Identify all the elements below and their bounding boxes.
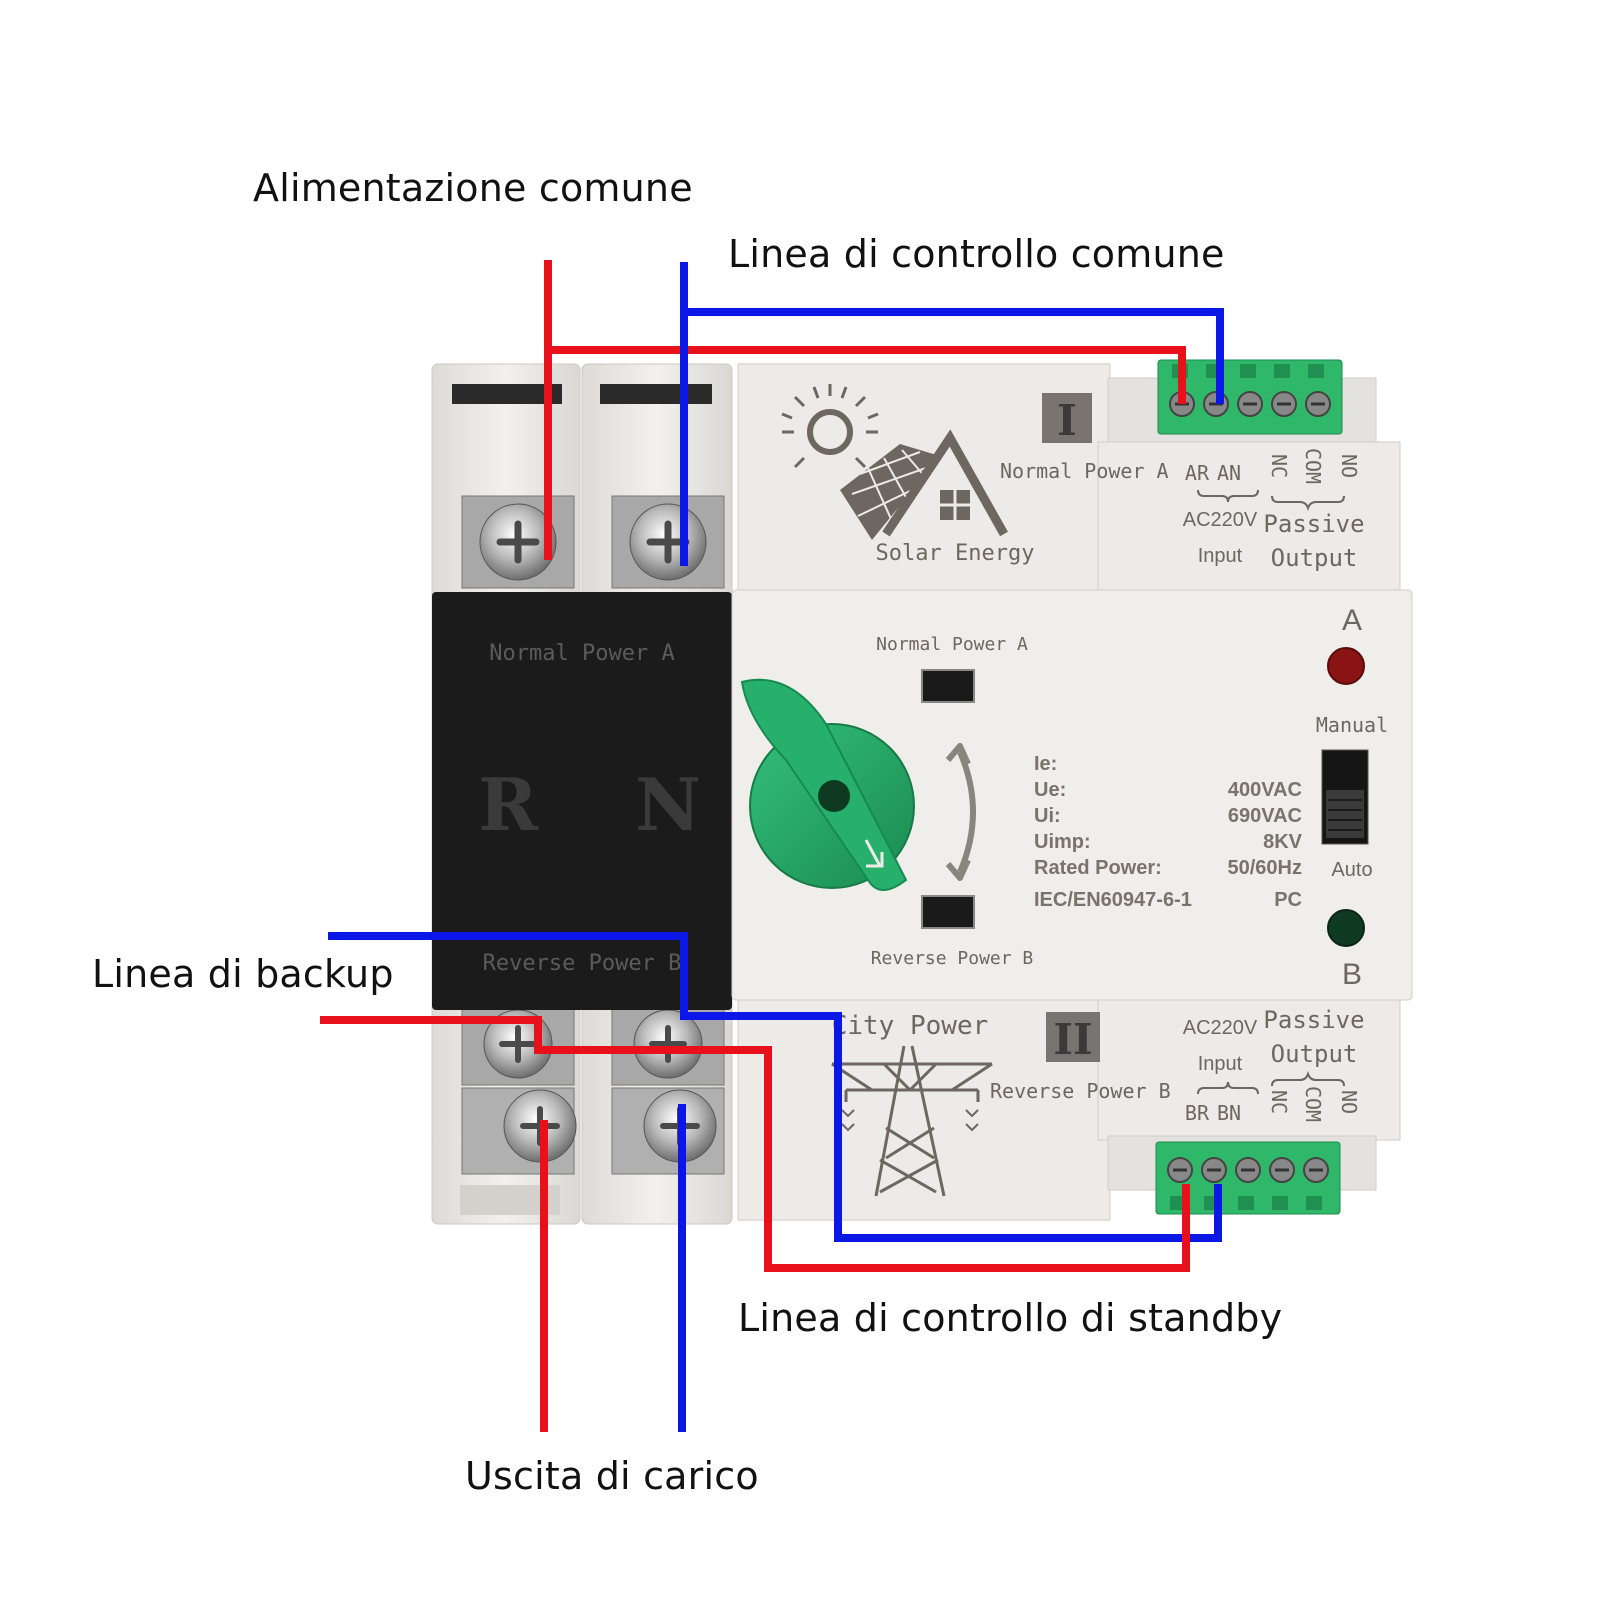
rotary-knob-icon[interactable]: [740, 678, 915, 891]
status-window-a: [921, 669, 975, 703]
pole-n-label: N: [635, 762, 701, 847]
solar-energy-label: Solar Energy: [876, 541, 1035, 566]
window-b-label: Reverse Power B: [871, 948, 1034, 969]
screw-icon: [611, 495, 725, 589]
spec-value: 50/60Hz: [1228, 857, 1303, 879]
spec-key: IEC/EN60947-6-1: [1034, 889, 1192, 911]
solar-panel-icon: [840, 444, 940, 540]
terminal-ar: AR: [1185, 461, 1210, 485]
terminal-nc: NC: [1267, 1090, 1291, 1114]
screw-icon: [611, 1004, 725, 1086]
spec-table: Ie: Ue: Ui: Uimp: Rated Power: IEC/EN609…: [1034, 753, 1303, 911]
lower-module-name: Reverse Power B: [990, 1079, 1171, 1103]
terminal-br: BR: [1185, 1101, 1210, 1125]
roman-badge-ii: [1046, 1012, 1100, 1062]
terminal-no: NO: [1337, 1090, 1361, 1114]
label-common-control: Linea di controllo comune: [728, 232, 1225, 276]
wire-common-supply-live: [544, 260, 1186, 560]
screw-icon: [461, 495, 575, 589]
spec-key: Uimp:: [1034, 831, 1091, 853]
spec-value: 400VAC: [1228, 779, 1302, 801]
status-window-b: [921, 895, 975, 929]
upper-passive-label: Passive: [1263, 510, 1364, 538]
spec-key: Ue:: [1034, 779, 1066, 801]
upper-input-label: Input: [1198, 545, 1243, 567]
terminal-com: COM: [1301, 1086, 1325, 1122]
lower-input-label: Input: [1198, 1053, 1243, 1075]
upper-output-label: Output: [1271, 544, 1358, 572]
upper-module-name: Normal Power A: [1000, 459, 1169, 483]
spec-key: Ie:: [1034, 753, 1057, 775]
screw-icon: [611, 1087, 725, 1175]
toggle-switch-icon[interactable]: [1321, 749, 1369, 845]
pole-r-label: R: [478, 762, 539, 847]
rotation-arrow-icon: [945, 743, 976, 881]
terminal-bn: BN: [1217, 1101, 1241, 1125]
wire-backup-live: [320, 1016, 1190, 1272]
lower-passive-label: Passive: [1263, 1006, 1364, 1034]
city-power-label: City Power: [832, 1011, 989, 1041]
spec-value: PC: [1274, 889, 1302, 911]
indicator-led-icon: [1327, 647, 1365, 685]
indicator-a-label: A: [1342, 604, 1362, 637]
pylon-icon: [831, 1045, 993, 1197]
auto-label: Auto: [1331, 859, 1372, 881]
label-standby-control: Linea di controllo di standby: [738, 1296, 1283, 1340]
lower-output-label: Output: [1271, 1040, 1358, 1068]
label-common-supply: Alimentazione comune: [253, 166, 693, 210]
upper-terminal-labels-ar-an: AR AN: [1185, 461, 1241, 485]
label-load-output: Uscita di carico: [465, 1454, 759, 1498]
wire-common-control-neutral: [680, 262, 1224, 566]
indicator-led-icon: [1327, 909, 1365, 947]
spec-key: Rated Power:: [1034, 857, 1162, 879]
roman-numeral-i: I: [1057, 396, 1077, 445]
lower-module: City Power II Reverse Power B AC220V Inp…: [737, 999, 1401, 1221]
indicator-b-label: B: [1342, 958, 1362, 991]
roman-numeral-ii: II: [1053, 1015, 1092, 1064]
wire-backup-neutral: [328, 932, 1222, 1242]
terminal-no: NO: [1337, 454, 1361, 478]
cover-top-label: Normal Power A: [489, 641, 674, 666]
spec-value: 690VAC: [1228, 805, 1302, 827]
spec-value: 8KV: [1263, 831, 1303, 853]
upper-input-voltage: AC220V: [1183, 509, 1258, 531]
manual-label: Manual: [1316, 713, 1388, 737]
spec-key: Ui:: [1034, 805, 1061, 827]
window-a-label: Normal Power A: [876, 634, 1028, 655]
terminal-an: AN: [1217, 461, 1241, 485]
terminal-nc: NC: [1267, 454, 1291, 478]
screw-icon: [461, 1087, 577, 1175]
roman-badge-i: [1042, 393, 1092, 443]
sun-icon: [781, 384, 879, 469]
house-icon: [882, 429, 1008, 537]
cover-bottom-label: Reverse Power B: [483, 951, 682, 976]
terminal-block-lower: [1155, 1141, 1341, 1215]
black-terminal-cover: Normal Power A R N Reverse Power B: [432, 592, 732, 1010]
terminal-com: COM: [1301, 448, 1325, 484]
label-backup-line: Linea di backup: [92, 952, 394, 996]
lower-terminal-labels-br-bn: BR BN: [1185, 1101, 1241, 1125]
front-panel: Normal Power A Reverse Power B Ie: Ue: U…: [731, 589, 1413, 1001]
upper-module: Solar Energy I Normal Power A AR AN NC CO…: [737, 359, 1401, 595]
lower-input-voltage: AC220V: [1183, 1017, 1258, 1039]
